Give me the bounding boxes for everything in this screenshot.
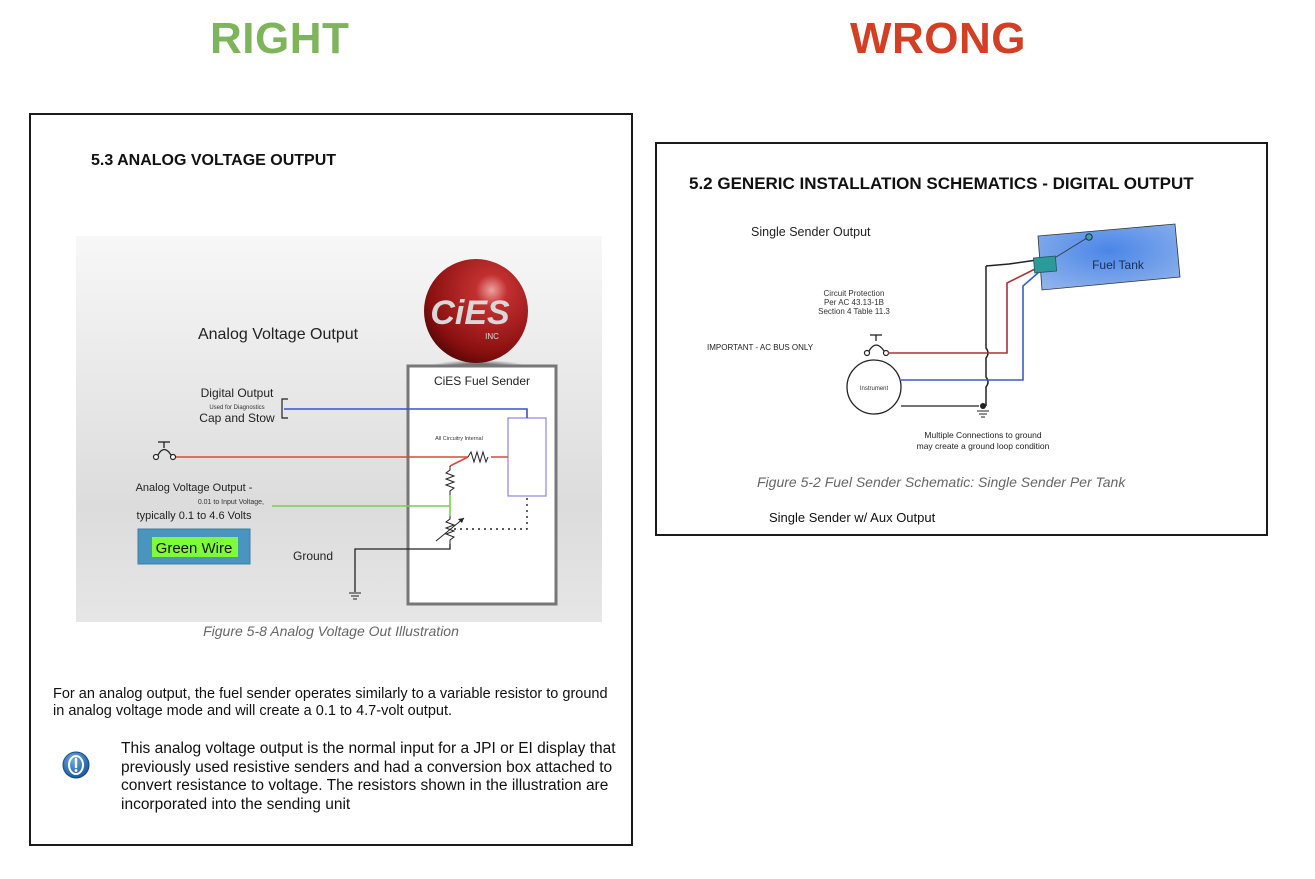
- internal-circuitry-label: All Circuitry Internal: [435, 436, 483, 442]
- cap-bracket: [281, 398, 288, 419]
- digital-output-sub: Used for Diagnostics: [209, 405, 264, 411]
- float-linkage: [454, 496, 528, 530]
- digital-output-label: Digital Output: [201, 386, 274, 400]
- verdict-right-label: RIGHT: [210, 14, 350, 63]
- analog-output-range: 0.01 to Input Voltage,: [198, 499, 264, 506]
- ground-note-line2: may create a ground loop condition: [917, 441, 1050, 451]
- sender-module-box: [507, 417, 547, 497]
- diagram-title: Analog Voltage Output: [198, 326, 359, 343]
- right-example-page: 5.3 ANALOG VOLTAGE OUTPUT Analog Voltage…: [29, 113, 633, 846]
- schematic-subtitle: Single Sender Output: [751, 225, 871, 239]
- next-subtitle: Single Sender w/ Aux Output: [769, 510, 936, 525]
- figure-caption: Figure 5-2 Fuel Sender Schematic: Single…: [757, 474, 1126, 490]
- ground-icon: [977, 410, 989, 418]
- bus-warning-label: IMPORTANT - AC BUS ONLY: [707, 343, 814, 352]
- cap-and-stow-label: Cap and Stow: [199, 411, 275, 425]
- logo-text: CiES: [430, 294, 510, 332]
- logo-subtext: INC: [485, 332, 499, 341]
- circuit-breaker-icon: [863, 334, 890, 357]
- note-text: This analog voltage output is the normal…: [121, 740, 616, 813]
- instrument-gauge: [846, 359, 902, 415]
- ground-return-wire: [985, 266, 989, 406]
- analog-voltage-diagram: Analog Voltage Output CiES INC CiES Fuel…: [76, 236, 602, 622]
- exclamation-circle-icon: [62, 751, 90, 779]
- section-title: 5.3 ANALOG VOLTAGE OUTPUT: [91, 152, 337, 169]
- verdict-wrong-label: WRONG: [850, 14, 1027, 63]
- power-wire: [888, 267, 1038, 354]
- digital-output-schematic: Single Sender Output Circuit Protection …: [707, 223, 1181, 451]
- body-paragraph: For an analog output, the fuel sender op…: [53, 686, 608, 719]
- circuit-breaker-icon: [152, 441, 177, 461]
- green-wire-label: Green Wire: [156, 540, 233, 557]
- circuit-protection-line2: Per AC 43.13-1B: [824, 298, 884, 307]
- instrument-label: Instrument: [860, 386, 889, 392]
- wrong-example-page: 5.2 GENERIC INSTALLATION SCHEMATICS - DI…: [655, 142, 1268, 536]
- fuel-sender-label: CiES Fuel Sender: [434, 374, 530, 388]
- figure-caption: Figure 5-8 Analog Voltage Out Illustrati…: [203, 623, 459, 639]
- circuit-protection-line1: Circuit Protection: [824, 289, 885, 298]
- ground-icon: [349, 592, 361, 600]
- fuel-tank: Fuel Tank: [1037, 223, 1181, 291]
- ground-note-line1: Multiple Connections to ground: [924, 430, 1041, 440]
- circuit-protection-line3: Section 4 Table 11.3: [818, 307, 890, 316]
- section-title: 5.2 GENERIC INSTALLATION SCHEMATICS - DI…: [689, 174, 1194, 193]
- sender-connector: [1032, 255, 1058, 274]
- resistor-vertical: [444, 466, 456, 495]
- green-wire-badge: Green Wire: [137, 528, 251, 565]
- analog-output-typical: typically 0.1 to 4.6 Volts: [137, 510, 252, 522]
- analog-output-label: Analog Voltage Output -: [136, 482, 253, 494]
- digital-output-wire: [284, 408, 528, 418]
- ground-wire: [354, 544, 451, 592]
- fuel-tank-label: Fuel Tank: [1092, 258, 1145, 272]
- ground-label: Ground: [293, 549, 333, 563]
- resistor-series: [467, 450, 489, 464]
- signal-wire: [901, 271, 1040, 381]
